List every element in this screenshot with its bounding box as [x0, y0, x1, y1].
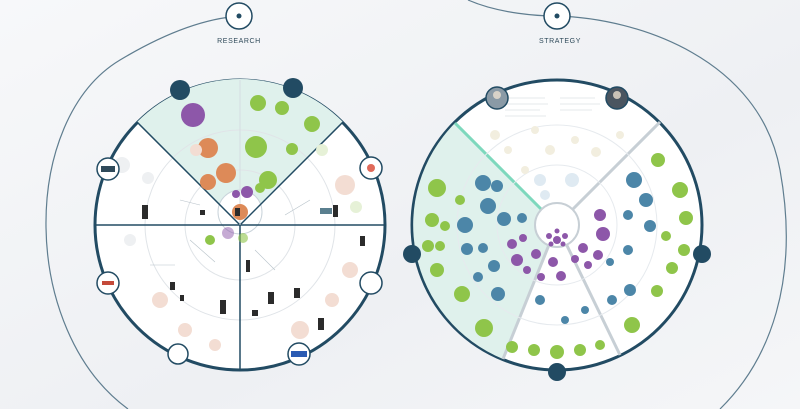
node-purple[interactable] — [556, 271, 566, 281]
node-blue[interactable] — [491, 287, 505, 301]
node-purple[interactable] — [507, 239, 517, 249]
research-rim-badge[interactable] — [359, 271, 383, 295]
node-orange[interactable] — [216, 163, 236, 183]
node-purple[interactable] — [548, 257, 558, 267]
node-green[interactable] — [624, 317, 640, 333]
node-blue[interactable] — [607, 295, 617, 305]
node-green[interactable] — [435, 241, 445, 251]
research-lower-content — [114, 144, 365, 351]
node-blue[interactable] — [606, 258, 614, 266]
research-rim-badge[interactable] — [170, 80, 190, 100]
node-purple[interactable] — [594, 209, 606, 221]
node-blue[interactable] — [535, 295, 545, 305]
node-green[interactable] — [425, 213, 439, 227]
node-green[interactable] — [651, 285, 663, 297]
research-rim-badge[interactable] — [167, 343, 189, 365]
node-purple[interactable] — [593, 250, 603, 260]
node-blue[interactable] — [581, 306, 589, 314]
strategy-avatar[interactable] — [605, 86, 629, 110]
node-blue[interactable] — [644, 220, 656, 232]
strategy-top-content — [490, 97, 624, 200]
strategy-avatar[interactable] — [485, 86, 509, 110]
node-blue[interactable] — [488, 260, 500, 272]
node-blue[interactable] — [461, 243, 473, 255]
strategy-rim-badge[interactable] — [403, 245, 421, 263]
node-purple[interactable] — [511, 254, 523, 266]
node-blue[interactable] — [623, 210, 633, 220]
research-rim-badge[interactable] — [287, 342, 311, 366]
node-purple[interactable] — [584, 261, 592, 269]
node-green[interactable] — [255, 183, 265, 193]
node-blue[interactable] — [497, 212, 511, 226]
node-green[interactable] — [428, 179, 446, 197]
node-green[interactable] — [455, 195, 465, 205]
node-blue[interactable] — [491, 180, 503, 192]
outer-path-arcs — [45, 0, 787, 409]
node-green[interactable] — [275, 101, 289, 115]
node-green[interactable] — [528, 344, 540, 356]
research-path-node[interactable] — [225, 2, 253, 30]
node-purple[interactable] — [241, 186, 253, 198]
node-green[interactable] — [595, 340, 605, 350]
section-label-strategy: STRATEGY — [539, 38, 581, 45]
node-green[interactable] — [672, 182, 688, 198]
node-green[interactable] — [286, 143, 298, 155]
node-blue[interactable] — [457, 217, 473, 233]
section-label-research: RESEARCH — [217, 38, 261, 45]
strategy-rim-badge[interactable] — [693, 245, 711, 263]
node-blue[interactable] — [624, 284, 636, 296]
node-purple[interactable] — [571, 255, 579, 263]
strategy-center-cluster[interactable] — [546, 228, 568, 247]
node-green[interactable] — [574, 344, 586, 356]
node-purple[interactable] — [523, 266, 531, 274]
node-purple[interactable] — [531, 249, 541, 259]
node-green[interactable] — [440, 221, 450, 231]
node-green[interactable] — [245, 136, 267, 158]
research-rim-badge[interactable] — [96, 271, 120, 295]
node-purple[interactable] — [537, 273, 545, 281]
node-green[interactable] — [304, 116, 320, 132]
node-blue[interactable] — [478, 243, 488, 253]
strategy-rim-badge[interactable] — [548, 363, 566, 381]
strategy-path-node[interactable] — [543, 2, 571, 30]
strategy-wheel[interactable] — [403, 78, 711, 381]
node-purple[interactable] — [578, 243, 588, 253]
node-blue[interactable] — [473, 272, 483, 282]
node-green[interactable] — [666, 262, 678, 274]
node-green[interactable] — [475, 319, 493, 337]
node-orange[interactable] — [198, 138, 218, 158]
node-green[interactable] — [422, 240, 434, 252]
node-blue[interactable] — [517, 213, 527, 223]
strategy-highlight-wedge[interactable] — [413, 123, 557, 359]
node-green[interactable] — [550, 345, 564, 359]
node-purple[interactable] — [596, 227, 610, 241]
node-purple[interactable] — [232, 190, 240, 198]
node-green[interactable] — [454, 286, 470, 302]
node-green[interactable] — [506, 341, 518, 353]
node-purple[interactable] — [181, 103, 205, 127]
node-green[interactable] — [661, 231, 671, 241]
node-soft[interactable] — [190, 144, 202, 156]
research-rim-badge[interactable] — [283, 78, 303, 98]
node-orange[interactable] — [200, 174, 216, 190]
node-blue[interactable] — [639, 193, 653, 207]
node-green[interactable] — [678, 244, 690, 256]
node-blue[interactable] — [623, 245, 633, 255]
node-green[interactable] — [651, 153, 665, 167]
node-blue[interactable] — [475, 175, 491, 191]
node-green[interactable] — [250, 95, 266, 111]
research-rim-badge[interactable] — [96, 157, 120, 181]
node-purple[interactable] — [519, 234, 527, 242]
node-blue[interactable] — [561, 316, 569, 324]
node-blue[interactable] — [626, 172, 642, 188]
research-wheel[interactable] — [93, 78, 387, 372]
node-green[interactable] — [430, 263, 444, 277]
research-rim-badge[interactable] — [359, 156, 383, 180]
node-blue[interactable] — [480, 198, 496, 214]
node-green[interactable] — [679, 211, 693, 225]
